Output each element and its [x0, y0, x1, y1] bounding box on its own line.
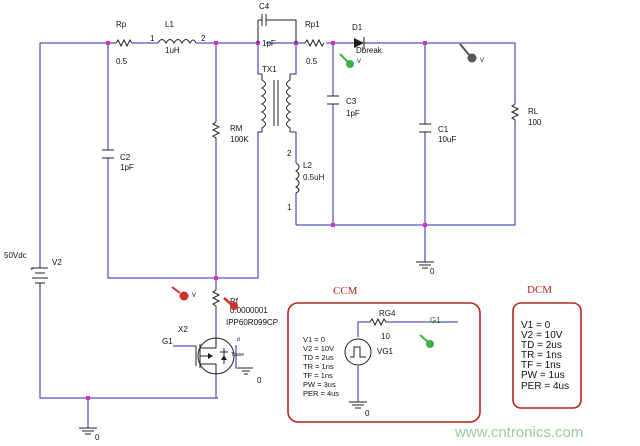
capacitor-c2 — [102, 149, 114, 159]
ground-right-label: 0 — [430, 267, 435, 276]
ccm-title: CCM — [333, 285, 358, 297]
svg-text:V1 = 0: V1 = 0 — [303, 335, 325, 344]
resistor-rm — [211, 121, 221, 140]
l2-pin2: 2 — [287, 149, 292, 158]
dcm-params: V1 = 0 V2 = 10V TD = 2us TR = 1ns TF = 1… — [521, 320, 569, 392]
rf-value: 0.0000001 — [230, 306, 268, 315]
ground-ccm-label: 0 — [365, 409, 370, 418]
ground-bottom — [79, 427, 97, 435]
c2-label: C2 — [120, 153, 131, 162]
x2-label: X2 — [178, 325, 188, 334]
voltage-probe-gray: V — [459, 43, 484, 64]
inductor-l2 — [295, 162, 300, 194]
resistor-rp — [115, 38, 133, 48]
l2-pin1: 1 — [287, 203, 292, 212]
svg-text:TD = 2us: TD = 2us — [521, 340, 562, 351]
x2-part: IPP60R099CP — [226, 318, 278, 327]
rl-label: RL — [528, 107, 539, 116]
ground-right — [416, 261, 434, 269]
svg-text:PER = 4us: PER = 4us — [521, 381, 569, 392]
resistor-rp1 — [304, 38, 325, 48]
c1-value: 10uF — [438, 135, 456, 144]
mos-d-label: d — [237, 337, 240, 343]
l2-label: L2 — [303, 161, 312, 170]
svg-text:PW = 1us: PW = 1us — [521, 370, 565, 381]
dcm-panel — [512, 302, 582, 409]
c3-value: 1pF — [346, 109, 360, 118]
ccm-wires — [357, 321, 458, 402]
watermark: www.cntronics.com — [454, 424, 583, 441]
ground-bottom-label: 0 — [95, 433, 100, 442]
l2-value: 0.5uH — [303, 173, 325, 182]
svg-text:PW = 3us: PW = 3us — [303, 380, 336, 389]
tcase-label: Tcase — [231, 352, 244, 358]
dcm-title: DCM — [527, 284, 552, 296]
svg-text:V2 = 10V: V2 = 10V — [521, 330, 563, 341]
rm-label: RM — [230, 124, 243, 133]
svg-text:TR = 1ns: TR = 1ns — [521, 350, 562, 361]
svg-text:V: V — [192, 293, 196, 299]
ground-mid — [239, 367, 253, 375]
transformer-tx1 — [260, 74, 292, 132]
ccm-g1-label: G1 — [430, 316, 441, 325]
rl-value: 100 — [528, 118, 542, 127]
svg-text:TF = 1ns: TF = 1ns — [521, 360, 561, 371]
rp-label: Rp — [116, 20, 127, 29]
v2-value: 50Vdc — [4, 251, 27, 260]
svg-text:V: V — [480, 58, 484, 64]
d1-value: Dbreak — [356, 46, 383, 55]
svg-text:V2 = 10V: V2 = 10V — [303, 344, 334, 353]
l1-pin2: 2 — [201, 34, 206, 43]
voltage-probe-green: V — [339, 53, 361, 68]
resistor-rg4 — [369, 317, 388, 327]
ground-mid-label: 0 — [257, 376, 262, 385]
rp1-value: 0.5 — [306, 57, 318, 66]
current-probe-red — [223, 297, 238, 310]
rp-value: 0.5 — [116, 57, 128, 66]
svg-text:PER = 4us: PER = 4us — [303, 389, 339, 398]
l1-value: 1uH — [165, 46, 180, 55]
c1-label: C1 — [438, 125, 449, 134]
ccm-panel — [287, 302, 481, 423]
capacitor-c3 — [327, 95, 339, 105]
pulse-source-vg1 — [344, 338, 372, 366]
ccm-params: V1 = 0 V2 = 10V TD = 2us TR = 1ns TF = 1… — [303, 335, 339, 398]
l1-pin1: 1 — [150, 34, 155, 43]
junction-nodes — [86, 41, 427, 400]
c4-value: 1pF — [262, 39, 276, 48]
resistor-rl — [510, 103, 520, 122]
d1-label: D1 — [352, 23, 363, 32]
rp1-label: Rp1 — [305, 20, 320, 29]
diode-d1 — [352, 37, 366, 49]
svg-text:V: V — [357, 59, 361, 65]
c4-label: C4 — [259, 2, 270, 11]
ccm-probe-green — [419, 334, 434, 348]
svg-text:TR = 1ns: TR = 1ns — [303, 362, 334, 371]
mosfet-x2 — [195, 337, 235, 375]
c2-value: 1pF — [120, 163, 134, 172]
c3-label: C3 — [346, 97, 357, 106]
vg1-label: VG1 — [377, 347, 394, 356]
g1-label-main: G1 — [162, 337, 173, 346]
v2-label: V2 — [52, 258, 62, 267]
capacitor-c4 — [257, 14, 297, 43]
tx1-label: TX1 — [262, 65, 277, 74]
rf-label: Rf — [230, 297, 239, 306]
voltage-probe-red: V — [171, 286, 196, 301]
ground-ccm — [349, 401, 367, 409]
l1-label: L1 — [165, 20, 174, 29]
dc-source-v2: + — [30, 267, 48, 290]
rg4-label: RG4 — [379, 309, 396, 318]
svg-text:TD = 2us: TD = 2us — [303, 353, 334, 362]
resistor-rf — [211, 289, 221, 310]
inductor-l1 — [157, 39, 197, 45]
wires — [39, 42, 516, 428]
svg-text:+: + — [30, 267, 34, 273]
rg4-value: 10 — [381, 332, 390, 341]
svg-text:V1 = 0: V1 = 0 — [521, 320, 551, 331]
capacitor-c1 — [419, 123, 431, 133]
svg-text:TF = 1ns: TF = 1ns — [303, 371, 333, 380]
rm-value: 100K — [230, 135, 249, 144]
